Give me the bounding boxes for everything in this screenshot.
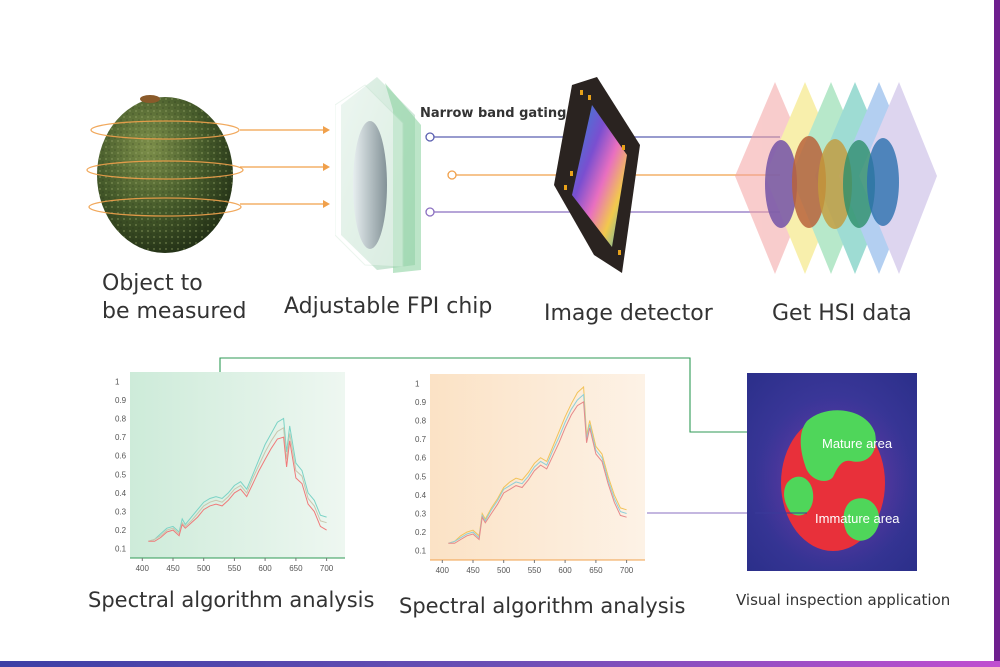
- chart2-ytick-7: 0.8: [415, 417, 427, 426]
- chart2-ytick-6: 0.7: [415, 435, 427, 444]
- chart1-series-line-1: [148, 426, 327, 542]
- chart1-xtick-5: 650: [289, 564, 303, 573]
- chart1-xtick-1: 450: [166, 564, 180, 573]
- immature-area-label: Immature area: [815, 511, 900, 526]
- chart1-xtick-4: 600: [258, 564, 272, 573]
- light-arrows: [240, 126, 330, 208]
- chart1-ytick-9: 1: [115, 377, 120, 386]
- image-detector-graphic: [554, 77, 640, 273]
- connector-line: [219, 357, 830, 433]
- chart2-ytick-1: 0.2: [415, 528, 427, 537]
- hsi-data-label: Get HSI data: [772, 301, 912, 326]
- chart1-caption: Spectral algorithm analysis: [88, 588, 375, 612]
- object-label-line1: Object to: [102, 271, 203, 296]
- chart1-xtick-0: 400: [136, 564, 150, 573]
- object-label-line2: be measured: [102, 299, 247, 324]
- spectral-chart-1: 0.1 0.2 0.3 0.4 0.5 0.6 0.7 0.8 0.9 1 400 450 500 55…: [115, 372, 345, 573]
- chart1-xtick-2: 500: [197, 564, 211, 573]
- chart2-xtick-0: 400: [436, 566, 450, 575]
- chart1-ytick-1: 0.2: [115, 526, 127, 535]
- hsi-data-stack: [735, 82, 937, 274]
- chart2-ytick-8: 0.9: [415, 398, 427, 407]
- chart1-xtick-6: 700: [320, 564, 334, 573]
- chart2-xtick-3: 550: [528, 566, 542, 575]
- chart2-ytick-9: 1: [415, 379, 420, 388]
- chart2-plot-bg: [430, 374, 645, 560]
- chart2-ytick-3: 0.4: [415, 491, 427, 500]
- chart2-xtick-4: 600: [558, 566, 572, 575]
- chart1-xtick-3: 550: [228, 564, 242, 573]
- chart1-series-line-0: [148, 417, 327, 542]
- chart1-ytick-0: 0.1: [115, 545, 127, 554]
- chart2-xtick-6: 700: [620, 566, 634, 575]
- inspection-image: [747, 373, 917, 571]
- chart2-ytick-2: 0.3: [415, 510, 427, 519]
- avocado-image: [86, 95, 244, 253]
- chart1-ytick-6: 0.7: [115, 433, 127, 442]
- chart1-ytick-3: 0.4: [115, 489, 127, 498]
- chart2-xtick-2: 500: [497, 566, 511, 575]
- chart1-series-line-2: [148, 436, 327, 542]
- frame-right-bar: [994, 0, 1000, 667]
- chart2-xtick-5: 650: [589, 566, 603, 575]
- chart1-ytick-7: 0.8: [115, 415, 127, 424]
- chart1-ytick-5: 0.6: [115, 452, 127, 461]
- fpi-chip-label: Adjustable FPI chip: [284, 294, 493, 319]
- chart2-ytick-4: 0.5: [415, 472, 427, 481]
- chart1-ytick-4: 0.5: [115, 470, 127, 479]
- chart2-xtick-1: 450: [466, 566, 480, 575]
- fpi-chip-graphic: [335, 77, 421, 273]
- frame-bottom-bar: [0, 661, 1000, 667]
- mature-area-label: Mature area: [822, 436, 893, 451]
- spectral-chart-2: 0.1 0.2 0.3 0.4 0.5 0.6 0.7 0.8 0.9 1 400 450 500 55…: [415, 374, 645, 575]
- inspection-caption: Visual inspection application: [736, 591, 951, 609]
- chart2-ytick-5: 0.6: [415, 454, 427, 463]
- chart2-ytick-0: 0.1: [415, 547, 427, 556]
- chart2-series-line-2: [448, 401, 627, 544]
- chart1-ytick-8: 0.9: [115, 396, 127, 405]
- chart1-plot-bg: [130, 372, 345, 558]
- narrow-band-label: Narrow band gating: [420, 106, 567, 121]
- chart1-ytick-2: 0.3: [115, 508, 127, 517]
- chart2-caption: Spectral algorithm analysis: [399, 594, 686, 618]
- image-detector-label: Image detector: [544, 301, 713, 326]
